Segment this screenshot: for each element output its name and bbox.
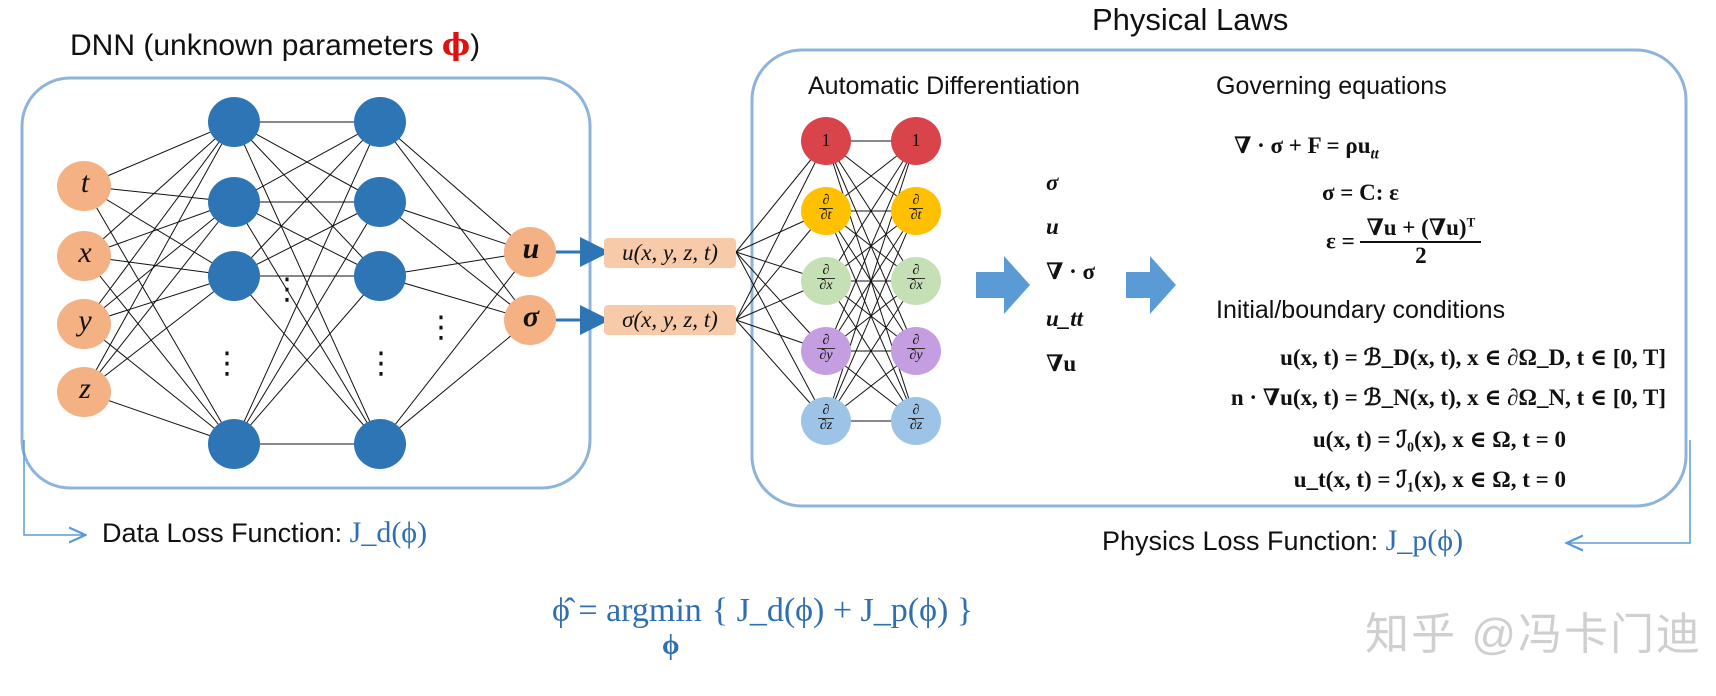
initial-boundary-title: Initial/boundary conditions — [1216, 296, 1506, 324]
ad-node-1-2 — [891, 257, 941, 305]
input-node-1 — [57, 231, 111, 281]
input-z-label: z — [79, 372, 91, 405]
derived-sigma: σ — [1046, 170, 1059, 195]
output-box-sigma: σ(x, y, z, t) — [604, 305, 736, 335]
block-arrow-2 — [1126, 256, 1176, 314]
hidden-ellipsis-2: ⋮ — [212, 347, 242, 380]
hidden-node-2 — [208, 251, 260, 301]
physical-laws-title: Physical Laws — [1092, 2, 1289, 37]
output-box-u: u(x, y, z, t) — [604, 238, 736, 268]
derived-div-sigma: ∇ · σ — [1046, 259, 1095, 284]
input-node-2 — [57, 299, 111, 349]
hidden-node-5 — [354, 177, 406, 227]
physics-loss-arrow — [1568, 440, 1691, 543]
ad-dz-right-label: ∂∂z — [907, 403, 925, 433]
block-arrow-1 — [976, 256, 1030, 314]
condition-2: n · ∇u(x, t) = ℬ_N(x, t), x ∈ ∂Ω_N, t ∈ … — [1230, 385, 1666, 410]
governing-eq-2: σ = C: ε — [1322, 180, 1399, 205]
input-t-label: t — [80, 166, 90, 199]
ad-one-left-label: 1 — [821, 130, 831, 150]
ad-node-0-4 — [801, 397, 851, 445]
hidden-node-0 — [208, 97, 260, 147]
condition-1: u(x, t) = ℬ_D(x, t), x ∈ ∂Ω_D, t ∈ [0, T… — [1280, 345, 1666, 370]
hidden-node-7 — [354, 419, 406, 469]
ad-dx-right-label: ∂∂x — [907, 263, 925, 293]
derived-grad-u: ∇u — [1046, 351, 1077, 376]
ad-node-0-3 — [801, 327, 851, 375]
hidden-node-6 — [354, 251, 406, 301]
hidden-ellipsis-4: ⋮ — [366, 347, 396, 380]
governing-eq-3: ε = ∇u + (∇u)T 2 — [1326, 214, 1482, 269]
ad-node-1-4 — [891, 397, 941, 445]
output-node-0 — [504, 227, 556, 277]
ad-dt-left-label: ∂∂t — [818, 193, 834, 223]
dnn-title: DNN (unknown parameters ϕ) — [70, 28, 481, 63]
ad-dy-right-label: ∂∂y — [907, 333, 925, 363]
input-node-3 — [57, 367, 111, 417]
ad-dy-left-label: ∂∂y — [817, 333, 835, 363]
data-loss-arrow — [23, 440, 84, 535]
condition-3: u(x, t) = ℐ₀(x), x ∈ Ω, t = 0 — [1312, 427, 1566, 452]
watermark: 知乎 @冯卡门迪 — [1365, 610, 1702, 659]
ad-node-1-1 — [891, 187, 941, 235]
governing-eq-1: ∇ · σ + F = ρutt — [1234, 133, 1379, 163]
data-loss-label: Data Loss Function: J_d(ϕ) — [102, 516, 428, 549]
auto-diff-title: Automatic Differentiation — [808, 72, 1080, 100]
hidden-node-1 — [208, 177, 260, 227]
input-x-label: x — [78, 236, 92, 269]
condition-4: u_t(x, t) = ℐ₁(x), x ∈ Ω, t = 0 — [1293, 467, 1566, 492]
input-node-0 — [57, 161, 111, 211]
physical-laws-box — [750, 48, 1688, 508]
hidden-node-3 — [208, 419, 260, 469]
derived-u-tt: u_tt — [1046, 306, 1084, 331]
ad-dx-left-label: ∂∂x — [817, 263, 835, 293]
output-node-1 — [504, 295, 556, 345]
hidden-ellipsis-1: ⋮ — [272, 273, 302, 306]
derived-u: u — [1046, 214, 1059, 239]
hidden-ellipsis-3: ⋮ — [426, 311, 456, 344]
ad-one-right-label: 1 — [911, 130, 921, 150]
dnn-box — [20, 76, 592, 490]
ad-node-1-3 — [891, 327, 941, 375]
ad-node-0-1 — [801, 187, 851, 235]
output-sigma-label: σ — [522, 300, 540, 333]
input-y-label: y — [78, 304, 92, 337]
objective-argmin-under: ϕ — [662, 630, 680, 661]
physics-loss-label: Physics Loss Function: J_p(ϕ) — [1102, 524, 1464, 557]
ad-node-1-0 — [891, 117, 941, 165]
governing-title: Governing equations — [1216, 72, 1447, 100]
objective-equation: ϕ̂ = argmin{ J_d(ϕ) + J_p(ϕ) } — [552, 592, 974, 629]
ad-node-0-2 — [801, 257, 851, 305]
ad-dz-left-label: ∂∂z — [817, 403, 835, 433]
ad-node-0-0 — [801, 117, 851, 165]
hidden-node-4 — [354, 97, 406, 147]
phi-symbol: ϕ — [441, 28, 471, 63]
ad-dt-right-label: ∂∂t — [908, 193, 924, 223]
output-u-label: u — [522, 232, 540, 265]
